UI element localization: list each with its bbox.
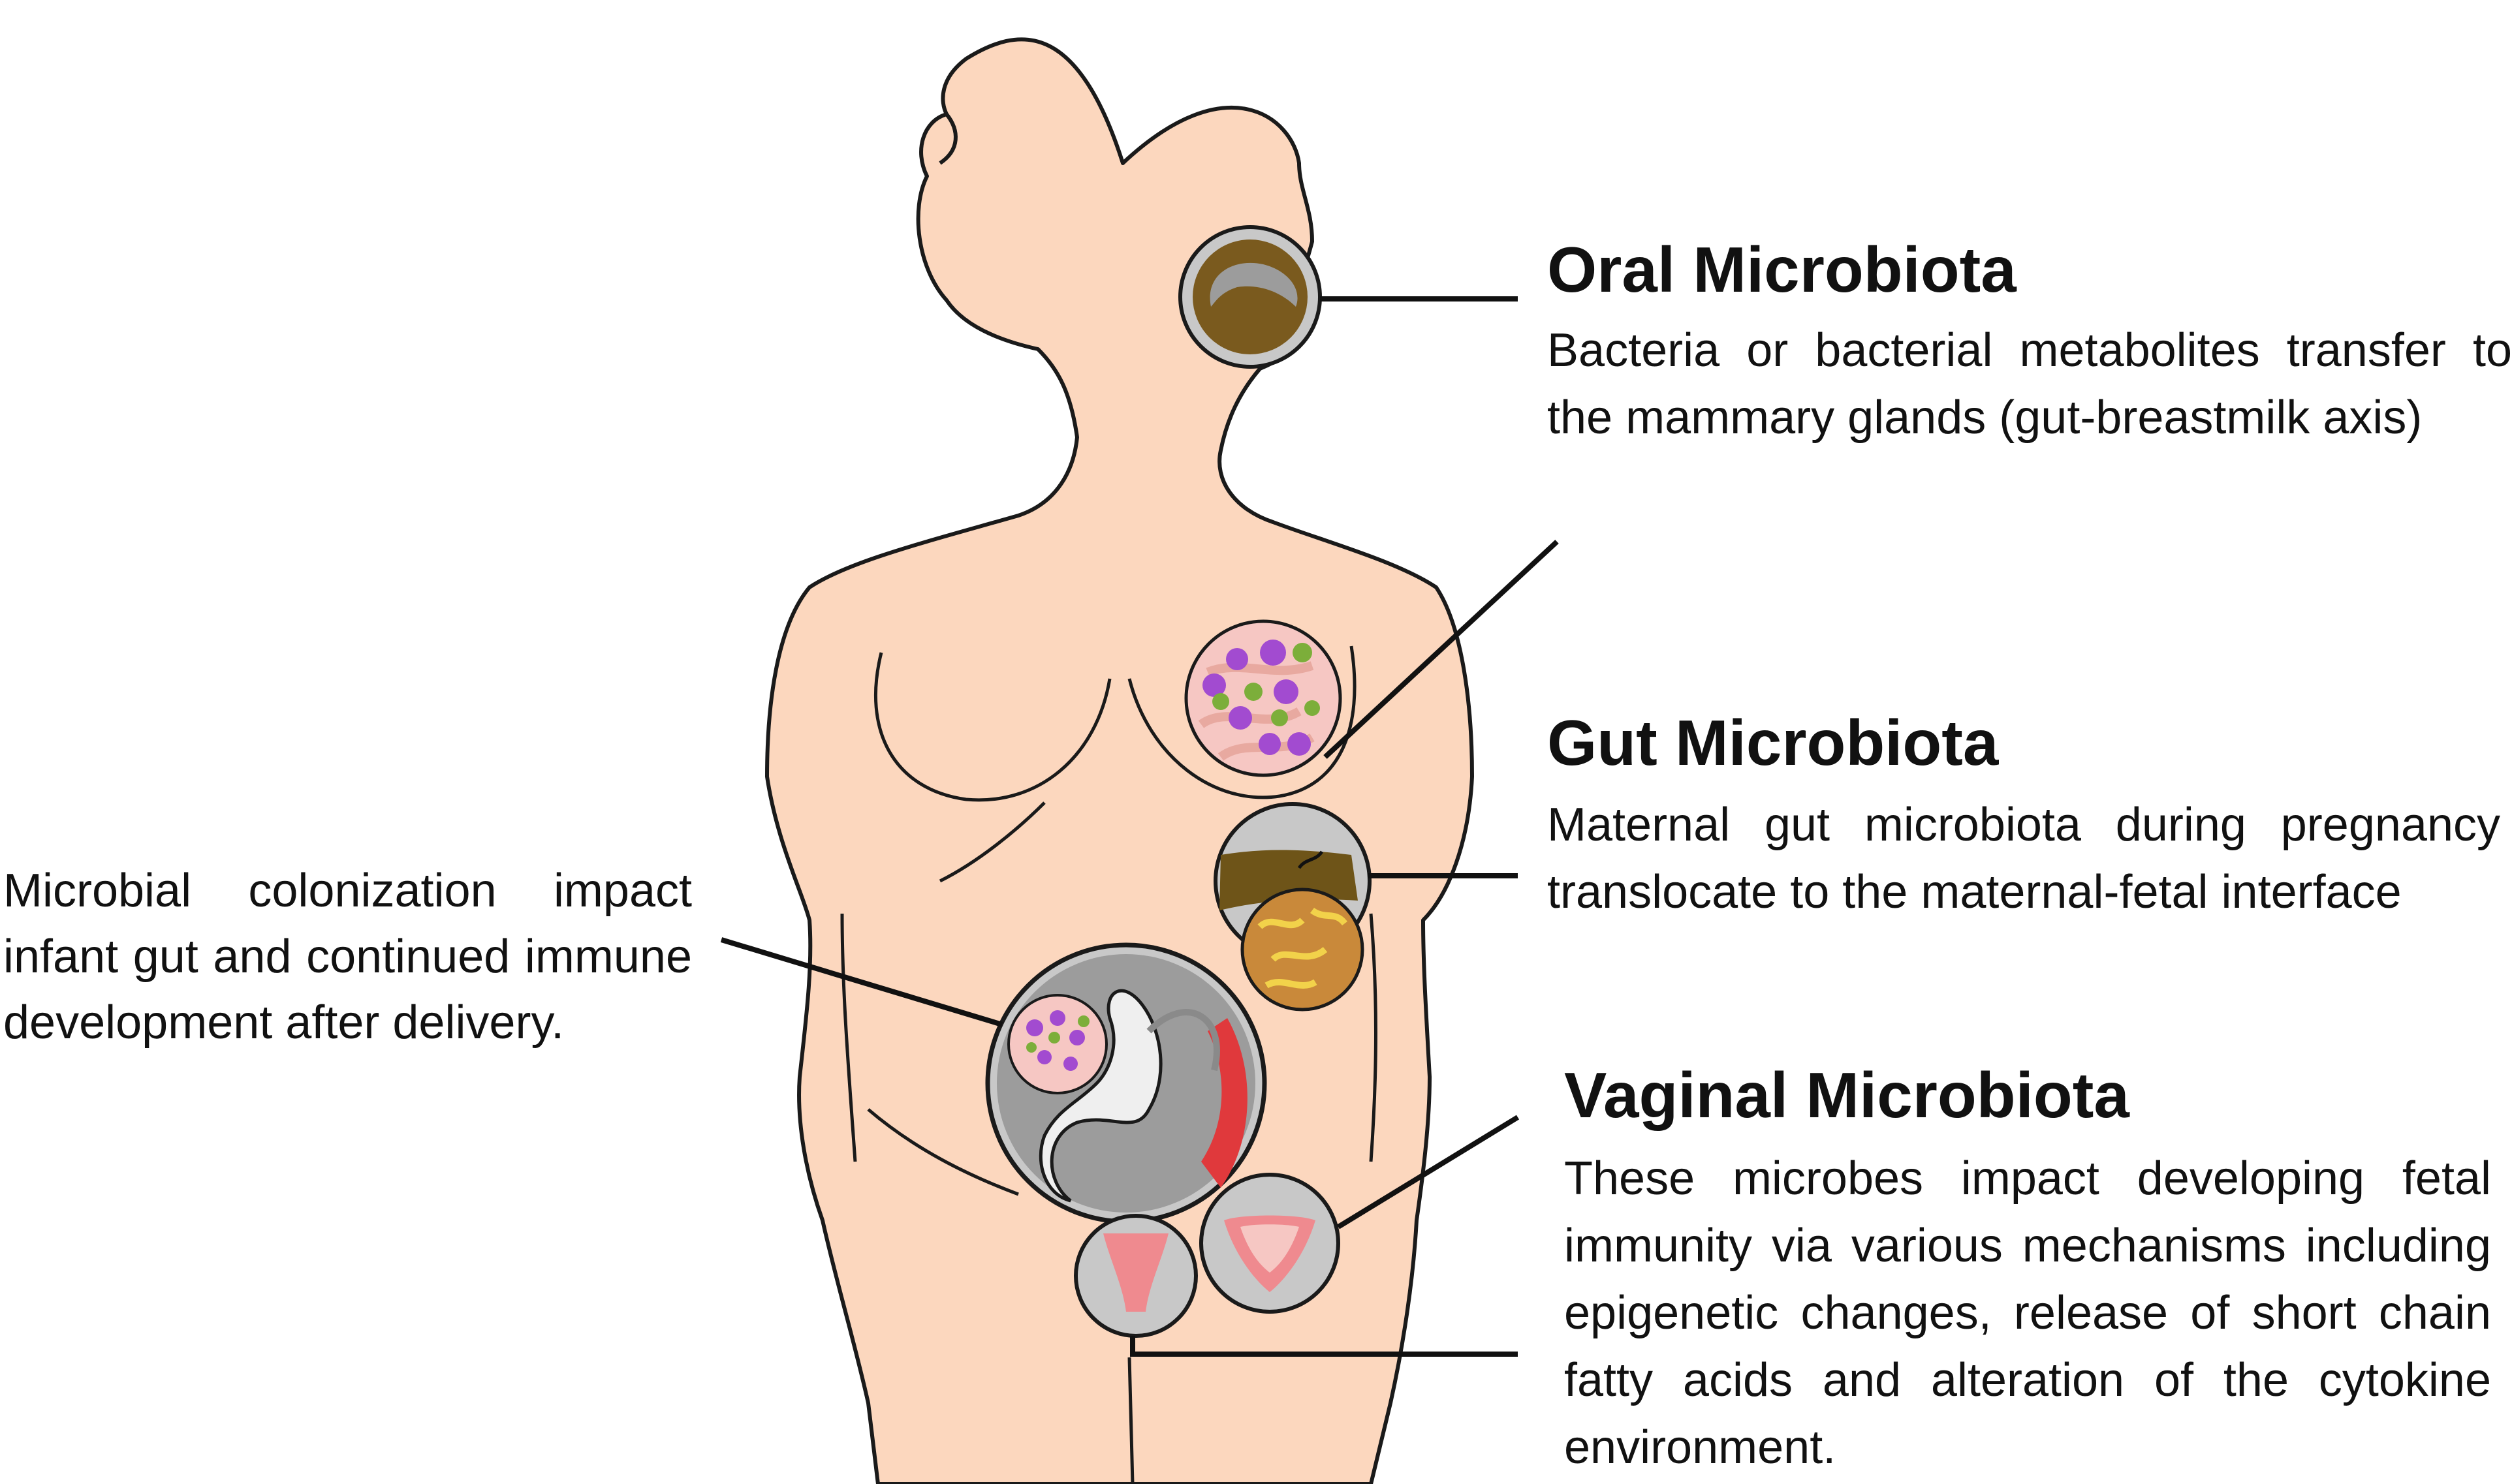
oral-cavity-inset-icon [1178, 225, 1322, 369]
breast-milk-microbe-inset-icon [1184, 619, 1342, 777]
vaginal-label-block: Vaginal Microbiota These microbes impact… [1564, 1060, 2491, 1481]
infant-colonization-block: Microbial colonization impact infant gut… [3, 858, 692, 1056]
oral-title: Oral Microbiota [1547, 234, 2017, 305]
infant-leader-line [720, 937, 1003, 1027]
breastmilk-leader-line [1323, 540, 1559, 759]
cervix-leader-line [1130, 1336, 1518, 1357]
fetus-in-uterus-inset-icon [985, 942, 1267, 1224]
vaginal-description: These microbes impact developing fetal i… [1564, 1152, 2491, 1474]
vaginal-leader-line [1336, 1115, 1520, 1229]
vaginal-title: Vaginal Microbiota [1564, 1059, 2129, 1131]
oral-label-block: Oral Microbiota Bacteria or bacterial me… [1547, 234, 2512, 452]
gut-lumen-microbe-inset-icon [1240, 888, 1364, 1012]
gut-description: Maternal gut microbiota during pregnancy… [1547, 798, 2500, 918]
cervix-inset-icon [1074, 1214, 1198, 1338]
gut-label-block: Gut Microbiota Maternal gut microbiota d… [1547, 707, 2500, 926]
woman-silhouette-icon [765, 37, 1474, 1484]
gut-title: Gut Microbiota [1547, 707, 1999, 779]
oral-description: Bacteria or bacterial metabolites transf… [1547, 324, 2512, 444]
vaginal-canal-inset-icon [1199, 1173, 1340, 1314]
infant-colonization-description: Microbial colonization impact infant gut… [3, 865, 692, 1049]
